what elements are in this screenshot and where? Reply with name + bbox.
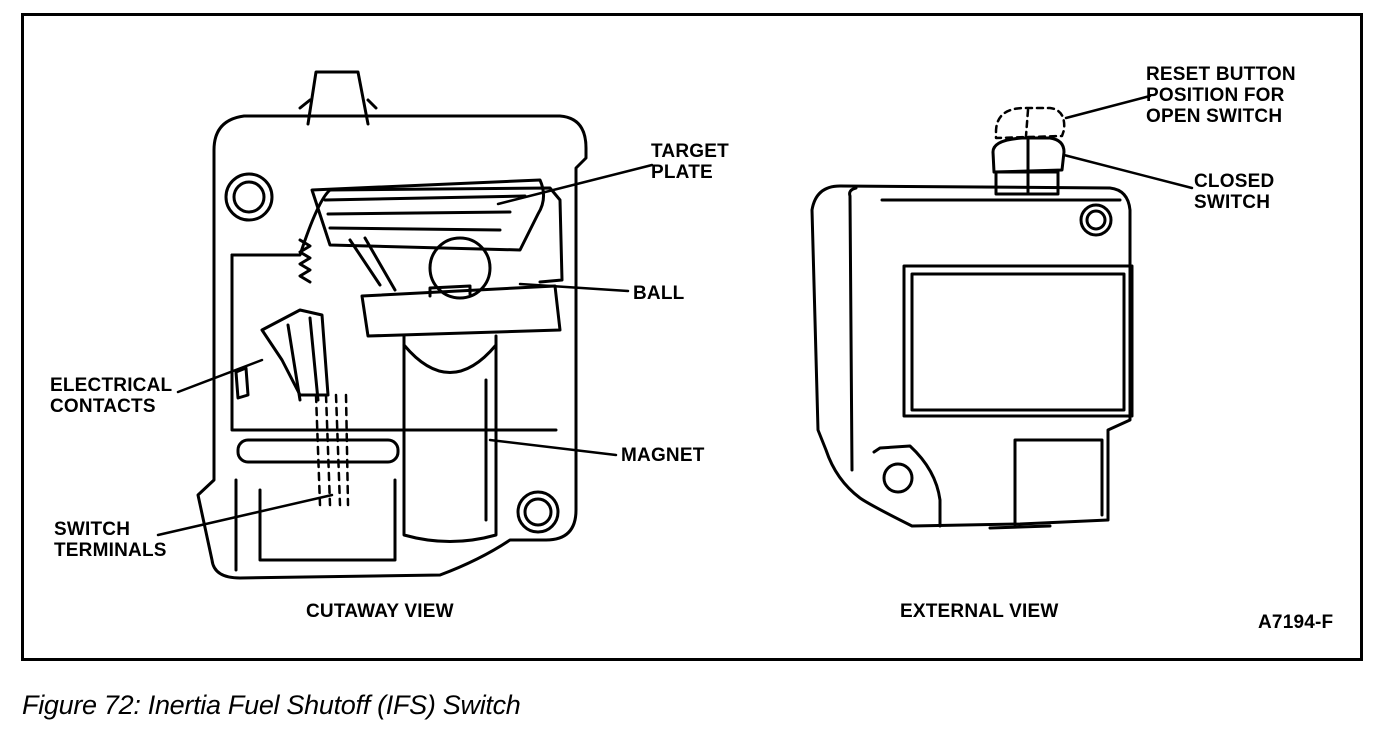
switch-terminals-label: SWITCH TERMINALS — [54, 519, 167, 561]
leader-lines — [156, 94, 1194, 537]
external-switch-drawing — [810, 106, 1134, 530]
closed-switch-label: CLOSED SWITCH — [1194, 171, 1275, 213]
ball-label: BALL — [633, 283, 685, 304]
external-view-title: EXTERNAL VIEW — [900, 601, 1059, 622]
electrical-contacts-label: ELECTRICAL CONTACTS — [50, 375, 173, 417]
cutaway-switch-drawing — [196, 70, 588, 580]
cutaway-view-title: CUTAWAY VIEW — [306, 601, 454, 622]
figure-frame — [21, 13, 1363, 661]
figure-code: A7194-F — [1258, 612, 1334, 633]
magnet-label: MAGNET — [621, 445, 705, 466]
figure-caption: Figure 72: Inertia Fuel Shutoff (IFS) Sw… — [22, 690, 521, 720]
target-plate-label: TARGET PLATE — [651, 141, 729, 183]
reset-button-label: RESET BUTTON POSITION FOR OPEN SWITCH — [1146, 64, 1296, 127]
